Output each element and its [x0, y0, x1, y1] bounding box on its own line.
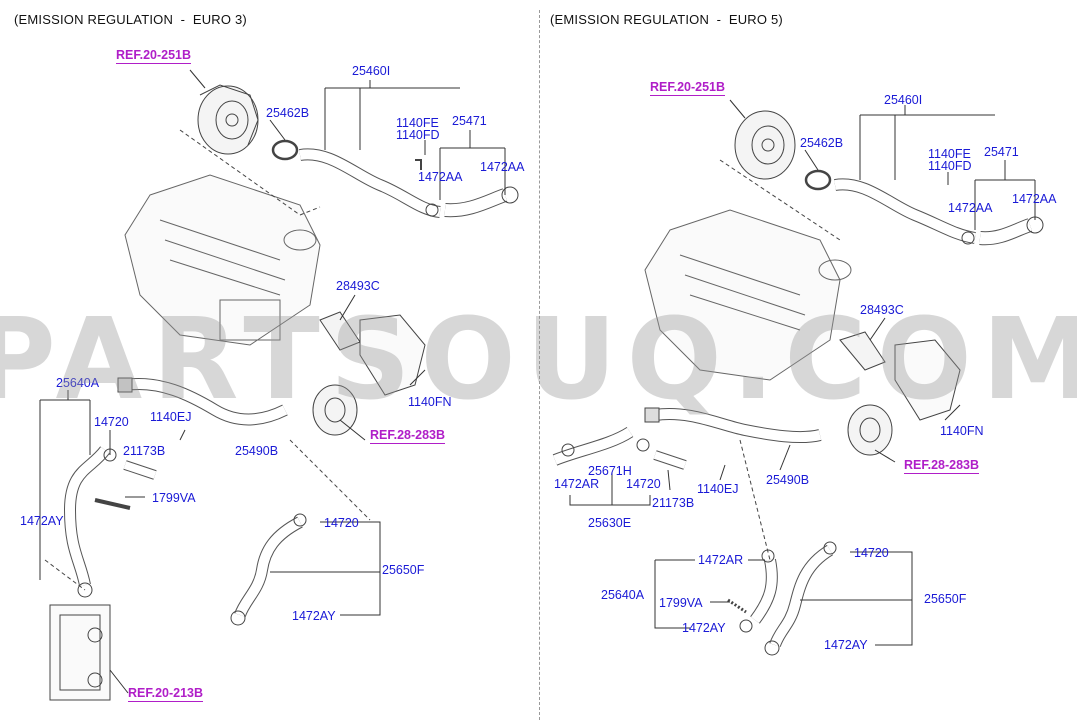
part-label-25490b[interactable]: 25490B	[235, 444, 279, 458]
part-label-1140fe[interactable]: 1140FE	[928, 147, 971, 161]
part-label-14720[interactable]: 14720	[626, 477, 661, 491]
part-label-1472aa[interactable]: 1472AA	[480, 160, 525, 174]
left-panel-title: (EMISSION REGULATION - EURO 3)	[14, 12, 247, 27]
part-label-1140fd[interactable]: 1140FD	[396, 128, 440, 142]
part-label-25460i[interactable]: 25460I	[884, 93, 923, 107]
part-label-1472ay[interactable]: 1472AY	[292, 609, 336, 623]
left-leaders	[39, 69, 506, 694]
oil-cooler-icon	[49, 604, 111, 701]
part-label-1140fn[interactable]: 1140FN	[408, 395, 452, 409]
right-artwork	[552, 110, 1044, 656]
part-label-14720[interactable]: 14720	[94, 415, 129, 429]
part-label-1799va[interactable]: 1799VA	[152, 491, 196, 505]
part-label-1140fe[interactable]: 1140FE	[396, 116, 439, 130]
part-label-25640a[interactable]: 25640A	[601, 588, 645, 602]
engine-block-icon	[644, 209, 852, 381]
part-label-1472ar[interactable]: 1472AR	[698, 553, 744, 567]
part-label-21173b[interactable]: 21173B	[123, 444, 166, 458]
ref-link-28-283b[interactable]: REF.28-283B	[370, 428, 446, 444]
part-label-25650f[interactable]: 25650F	[382, 563, 425, 577]
engine-block-icon	[124, 174, 321, 346]
part-label-25671h[interactable]: 25671H	[588, 464, 632, 478]
egr-valve-icon	[839, 331, 961, 456]
part-label-1140ej[interactable]: 1140EJ	[150, 410, 192, 424]
turbo-housing-icon	[197, 84, 259, 155]
part-label-1799va[interactable]: 1799VA	[659, 596, 703, 610]
part-label-14720[interactable]: 14720	[324, 516, 359, 530]
part-label-1472ay[interactable]: 1472AY	[20, 514, 64, 528]
part-label-28493c[interactable]: 28493C	[336, 279, 380, 293]
part-label-25462b[interactable]: 25462B	[266, 106, 310, 120]
egr-valve-icon	[312, 311, 426, 436]
part-label-1472aa[interactable]: 1472AA	[418, 170, 463, 184]
part-label-1472aa[interactable]: 1472AA	[948, 201, 993, 215]
left-artwork	[44, 84, 519, 701]
part-label-25630e[interactable]: 25630E	[588, 516, 632, 530]
part-label-25460i[interactable]: 25460I	[352, 64, 391, 78]
part-label-1140fn[interactable]: 1140FN	[940, 424, 984, 438]
ref-link-20-251b[interactable]: REF.20-251B	[116, 48, 192, 64]
part-label-1472ay[interactable]: 1472AY	[824, 638, 868, 652]
part-label-1140fd[interactable]: 1140FD	[928, 159, 972, 173]
panel-divider	[539, 10, 540, 720]
part-label-28493c[interactable]: 28493C	[860, 303, 904, 317]
ref-link-20-251b[interactable]: REF.20-251B	[650, 80, 726, 96]
part-label-1472ar[interactable]: 1472AR	[554, 477, 600, 491]
ref-link-28-283b[interactable]: REF.28-283B	[904, 458, 980, 474]
part-label-25462b[interactable]: 25462B	[800, 136, 844, 150]
part-label-25471[interactable]: 25471	[452, 114, 487, 128]
part-label-14720[interactable]: 14720	[854, 546, 889, 560]
part-label-25650f[interactable]: 25650F	[924, 592, 967, 606]
part-label-1472aa[interactable]: 1472AA	[1012, 192, 1057, 206]
part-label-1140ej[interactable]: 1140EJ	[697, 482, 739, 496]
part-label-25640a[interactable]: 25640A	[56, 376, 100, 390]
part-label-25471[interactable]: 25471	[984, 145, 1019, 159]
right-leaders	[569, 99, 1036, 646]
part-label-21173b[interactable]: 21173B	[652, 496, 695, 510]
ref-link-20-213b[interactable]: REF.20-213B	[128, 686, 204, 702]
right-panel-title: (EMISSION REGULATION - EURO 5)	[550, 12, 783, 27]
part-label-1472ay[interactable]: 1472AY	[682, 621, 726, 635]
part-label-25490b[interactable]: 25490B	[766, 473, 810, 487]
turbo-housing-icon	[734, 110, 796, 180]
